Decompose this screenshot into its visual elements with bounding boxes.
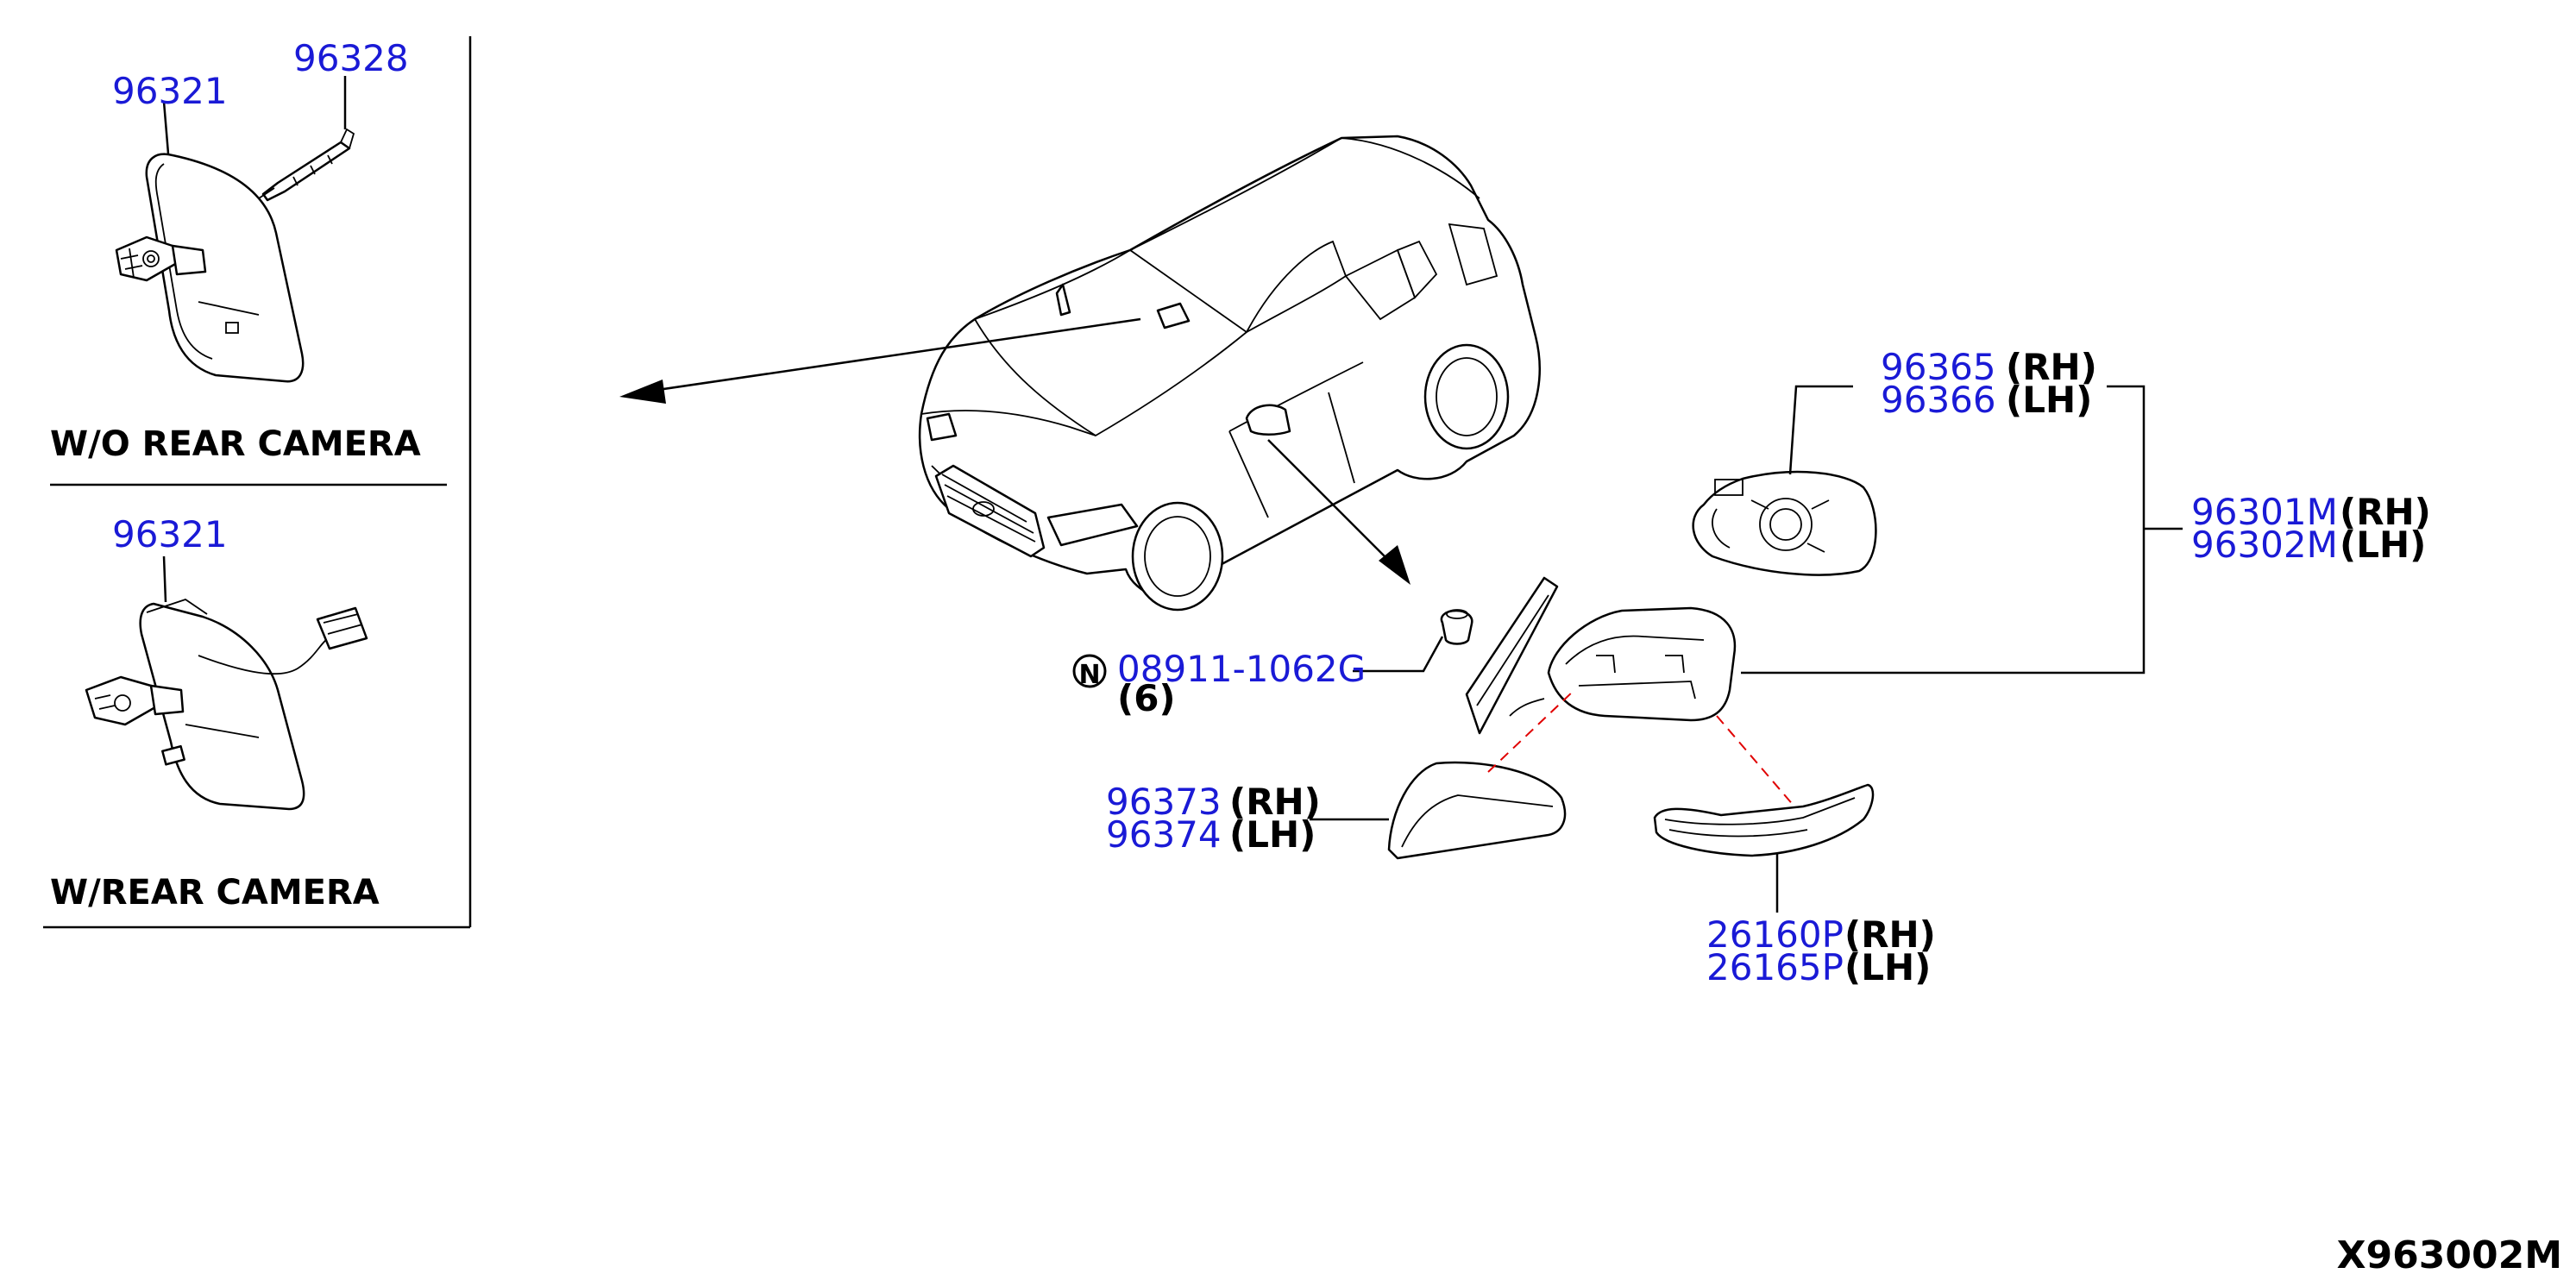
- inner-mirror-camera-illustration: [85, 599, 368, 811]
- mirror-clip-illustration: [257, 128, 355, 204]
- mirror-glass-illustration: [1692, 470, 1877, 576]
- section-heading-without-camera: W/O REAR CAMERA: [50, 424, 421, 464]
- suffix-lh: (LH): [1229, 813, 1316, 856]
- part-number-96302M[interactable]: 96302M: [2191, 524, 2338, 566]
- part-number-26165P[interactable]: 26165P: [1706, 946, 1844, 988]
- suffix-lh: (LH): [1844, 946, 1931, 988]
- suffix-rh: (RH): [2340, 491, 2431, 533]
- suffix-lh: (LH): [2006, 379, 2092, 421]
- suffix-rh: (RH): [1844, 913, 1936, 956]
- label-mirror-assembly: 96301M (RH) 96302M (LH): [2191, 491, 2431, 566]
- section-heading-with-camera: W/REAR CAMERA: [50, 873, 380, 913]
- turn-lamp-illustration: [1653, 783, 1875, 857]
- left-panel-frame: [43, 36, 472, 929]
- new-part-symbol: [1072, 654, 1107, 688]
- nut-illustration: [1440, 609, 1473, 645]
- label-mirror-glass: 96365 (RH) 96366 (LH): [1881, 346, 2097, 421]
- guide-line-cover: [1487, 689, 1575, 773]
- part-number-08911-1062G[interactable]: 08911-1062G: [1117, 648, 1366, 690]
- vehicle-illustration: [918, 135, 1541, 612]
- part-number-96365[interactable]: 96365: [1881, 346, 1996, 388]
- label-nut: N 08911-1062G (6): [1072, 648, 1366, 719]
- mirror-cover-illustration: [1387, 761, 1567, 860]
- diagram-code: X963002M: [2337, 1233, 2562, 1277]
- label-mirror-cover: 96373 (RH) 96374 (LH): [1106, 781, 1321, 856]
- mirror-assembly-illustration: [1465, 576, 1737, 735]
- part-number-96328[interactable]: 96328: [293, 37, 409, 79]
- guide-line-lamp: [1716, 715, 1795, 807]
- inner-mirror-illustration: [115, 153, 305, 383]
- quantity: (6): [1117, 677, 1176, 719]
- leader-lines: [1310, 385, 2183, 913]
- suffix-rh: (RH): [1229, 781, 1321, 823]
- part-number-26160P[interactable]: 26160P: [1706, 913, 1844, 956]
- part-number-96321-top[interactable]: 96321: [112, 70, 228, 112]
- part-number-96373[interactable]: 96373: [1106, 781, 1222, 823]
- new-part-symbol-letter: N: [1078, 660, 1100, 690]
- leader-96321-top: [162, 101, 170, 154]
- part-number-96301M[interactable]: 96301M: [2191, 491, 2338, 533]
- part-number-96366[interactable]: 96366: [1881, 379, 1996, 421]
- callout-arrows: [619, 317, 1411, 585]
- leader-96321-bottom: [162, 555, 167, 603]
- suffix-rh: (RH): [2006, 346, 2097, 388]
- label-turn-lamp: 26160P (RH) 26165P (LH): [1706, 913, 1936, 988]
- part-number-96321-bottom[interactable]: 96321: [112, 513, 228, 555]
- part-number-96374[interactable]: 96374: [1106, 813, 1222, 856]
- suffix-lh: (LH): [2340, 524, 2426, 566]
